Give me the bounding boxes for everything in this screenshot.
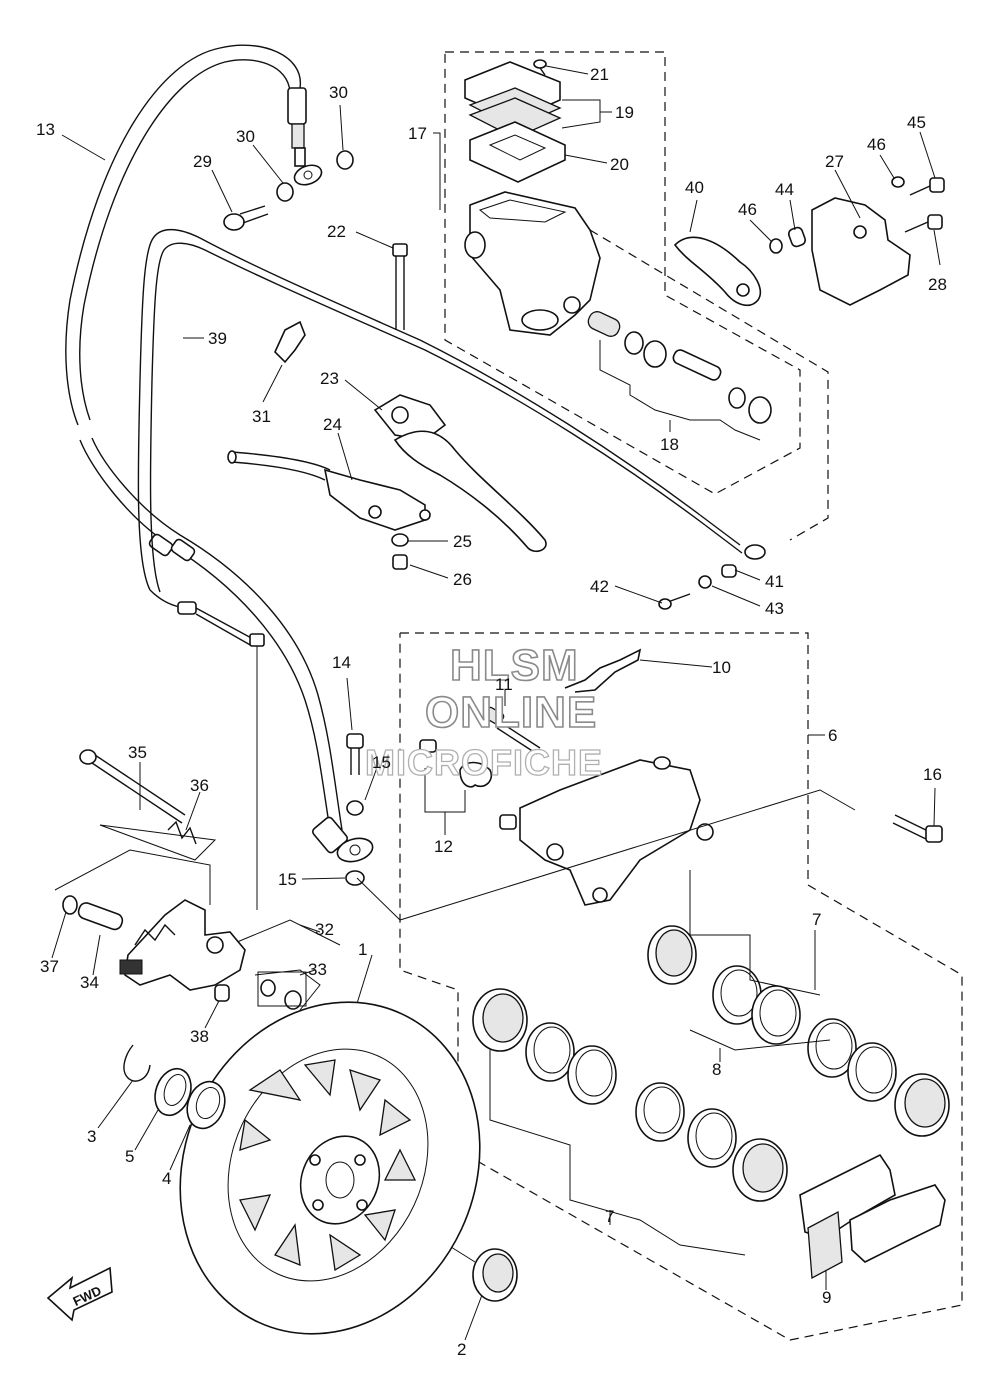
bracket-bolts bbox=[891, 176, 945, 233]
parking-caliper-small-parts bbox=[62, 895, 307, 1010]
collar-nut bbox=[391, 533, 409, 570]
callout-5: 5 bbox=[125, 1147, 134, 1166]
callout-7-lower: 7 bbox=[605, 1207, 614, 1226]
callout-26: 26 bbox=[453, 570, 472, 589]
lever-bolt bbox=[392, 243, 408, 330]
brake-cable bbox=[137, 228, 766, 910]
callout-14: 14 bbox=[332, 653, 351, 672]
cap-screw bbox=[533, 59, 547, 76]
lever-holder bbox=[373, 394, 447, 441]
caliper-body bbox=[499, 756, 714, 906]
callout-35: 35 bbox=[128, 743, 147, 762]
callout-32: 32 bbox=[315, 920, 334, 939]
copper-washers-upper bbox=[276, 150, 354, 202]
callout-46-left: 46 bbox=[738, 200, 757, 219]
callout-3: 3 bbox=[87, 1127, 96, 1146]
brake-lever bbox=[393, 430, 547, 552]
callout-2: 2 bbox=[457, 1340, 466, 1359]
bearing bbox=[472, 1248, 518, 1302]
callout-30-left: 30 bbox=[236, 127, 255, 146]
parking-caliper bbox=[119, 899, 246, 991]
callout-18: 18 bbox=[660, 435, 679, 454]
master-cylinder-body bbox=[464, 191, 601, 336]
callout-9: 9 bbox=[822, 1288, 831, 1307]
bleed-screw-set bbox=[419, 739, 493, 788]
callout-28: 28 bbox=[928, 275, 947, 294]
callout-38: 38 bbox=[190, 1027, 209, 1046]
callout-8: 8 bbox=[712, 1060, 721, 1079]
reservoir-cap bbox=[464, 61, 566, 183]
watermark: HLSM ONLINE MICROFICHE bbox=[364, 640, 603, 783]
callout-43: 43 bbox=[765, 599, 784, 618]
lever-bracket-group-box bbox=[589, 229, 829, 541]
brake-pads bbox=[799, 1153, 946, 1280]
callout-labels: 1 2 3 4 5 6 7 7 8 9 10 11 12 13 14 15 15… bbox=[36, 65, 947, 1359]
caliper-bolt bbox=[892, 814, 943, 843]
watermark-line-1: HLSM bbox=[450, 641, 579, 690]
parking-lever bbox=[673, 236, 762, 307]
callout-42: 42 bbox=[590, 577, 609, 596]
callout-44: 44 bbox=[775, 180, 794, 199]
banjo-bolt-caliper bbox=[345, 733, 365, 886]
callout-10: 10 bbox=[712, 658, 731, 677]
callout-21: 21 bbox=[590, 65, 609, 84]
callout-25: 25 bbox=[453, 532, 472, 551]
callout-6: 6 bbox=[828, 726, 837, 745]
piston-kit bbox=[587, 311, 772, 424]
callout-45: 45 bbox=[907, 113, 926, 132]
disc-retaining-parts bbox=[123, 1044, 226, 1130]
brake-hose bbox=[65, 44, 374, 863]
brake-disc bbox=[179, 1001, 481, 1335]
pad-spring bbox=[564, 648, 642, 693]
callout-15-upper: 15 bbox=[372, 753, 391, 772]
callout-29: 29 bbox=[193, 152, 212, 171]
master-cylinder-group-box bbox=[444, 51, 801, 495]
callout-4: 4 bbox=[162, 1169, 171, 1188]
fwd-direction-arrow: FWD bbox=[46, 1266, 113, 1322]
cable-clip bbox=[274, 320, 306, 364]
pad-pin bbox=[483, 706, 541, 755]
callout-20: 20 bbox=[610, 155, 629, 174]
throttle-lever-assembly bbox=[227, 450, 431, 531]
callout-39: 39 bbox=[208, 329, 227, 348]
callout-13: 13 bbox=[36, 120, 55, 139]
callout-1: 1 bbox=[358, 940, 367, 959]
caliper-pistons-upper bbox=[647, 925, 950, 1137]
lever-bracket bbox=[769, 197, 911, 306]
callout-11: 11 bbox=[495, 675, 513, 694]
cable-end-hardware bbox=[658, 564, 737, 610]
caliper-group-box bbox=[399, 632, 963, 1341]
callout-37: 37 bbox=[40, 957, 59, 976]
callout-46-right: 46 bbox=[867, 135, 886, 154]
callout-17: 17 bbox=[408, 124, 427, 143]
callout-36: 36 bbox=[190, 776, 209, 795]
parking-caliper-bolt bbox=[79, 749, 197, 845]
callout-33: 33 bbox=[308, 960, 327, 979]
watermark-line-2: ONLINE bbox=[425, 688, 597, 737]
callout-34: 34 bbox=[80, 973, 99, 992]
callout-40: 40 bbox=[685, 178, 704, 197]
callout-16: 16 bbox=[923, 765, 942, 784]
callout-19: 19 bbox=[615, 103, 634, 122]
callout-12: 12 bbox=[434, 837, 453, 856]
callout-41: 41 bbox=[765, 572, 784, 591]
leader-lines bbox=[51, 65, 941, 1341]
callout-22: 22 bbox=[327, 222, 346, 241]
callout-31: 31 bbox=[252, 407, 271, 426]
callout-7-upper: 7 bbox=[812, 910, 821, 929]
callout-30-right: 30 bbox=[329, 83, 348, 102]
banjo-bolt bbox=[223, 205, 269, 231]
watermark-line-3: MICROFICHE bbox=[365, 742, 603, 783]
callout-23: 23 bbox=[320, 369, 339, 388]
caliper-pistons-lower bbox=[472, 988, 788, 1202]
callout-27: 27 bbox=[825, 152, 844, 171]
callout-15-lower: 15 bbox=[278, 870, 297, 889]
callout-24: 24 bbox=[323, 415, 342, 434]
